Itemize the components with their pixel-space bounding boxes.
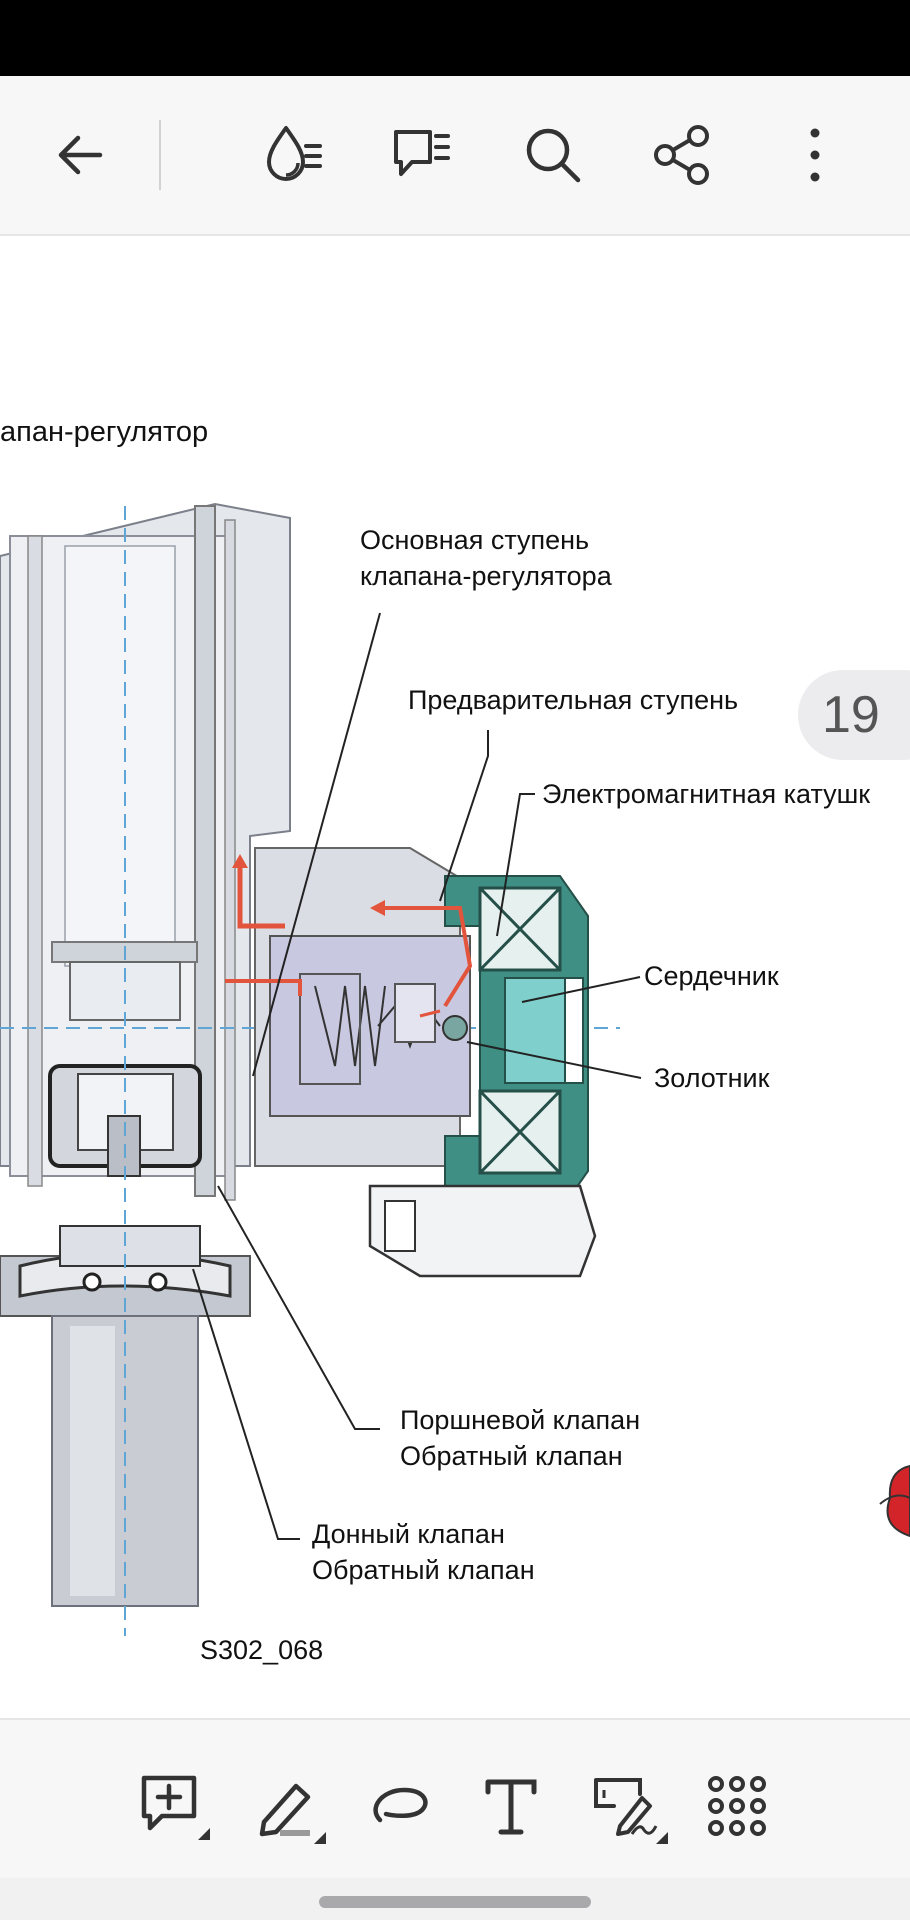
bottom-toolbar (0, 1718, 910, 1880)
figure-id: S302_068 (200, 1635, 324, 1665)
damper-valve-diagram (0, 502, 910, 1636)
label-piston-valve-1: Поршневой клапан (400, 1405, 641, 1435)
label-core: Сердечник (644, 961, 779, 991)
text-tool-button[interactable] (468, 1764, 554, 1850)
top-toolbar (0, 76, 910, 236)
back-button[interactable] (35, 110, 125, 200)
add-comment-button[interactable] (128, 1764, 214, 1850)
arrow-left-icon (58, 135, 103, 175)
lasso-button[interactable] (358, 1764, 444, 1850)
grid-icon (708, 1776, 766, 1836)
label-coil: Электромагнитная катушк (542, 779, 871, 809)
droplet-lines-icon (267, 126, 322, 181)
comment-plus-icon (141, 1775, 210, 1840)
lasso-icon (373, 1787, 428, 1823)
label-bottom-valve-1: Донный клапан (312, 1519, 505, 1549)
label-piston-valve-2: Обратный клапан (400, 1441, 623, 1471)
toolbar-separator (159, 120, 161, 190)
signature-icon (594, 1778, 668, 1844)
reading-mode-button[interactable] (248, 110, 338, 200)
label-pre-stage: Предварительная ступень (408, 685, 739, 715)
document-page[interactable]: апан-регулятор (0, 236, 910, 1718)
navigation-bar (0, 1878, 910, 1920)
label-spool: Золотник (654, 1063, 770, 1093)
label-main-stage-2: клапана-регулятора (360, 561, 612, 591)
search-button[interactable] (508, 110, 598, 200)
search-icon (526, 128, 581, 183)
label-main-stage-1: Основная ступень (360, 525, 590, 555)
text-tool-icon (485, 1779, 537, 1835)
share-button[interactable] (638, 110, 728, 200)
more-vertical-icon (810, 128, 820, 182)
status-bar (0, 0, 910, 76)
home-indicator[interactable] (319, 1896, 591, 1908)
highlight-button[interactable] (244, 1764, 330, 1850)
comments-button[interactable] (376, 110, 466, 200)
apps-button[interactable] (694, 1764, 780, 1850)
pen-highlight-icon (259, 1783, 326, 1844)
page-number-badge[interactable]: 19 (798, 670, 910, 760)
more-button[interactable] (770, 110, 860, 200)
share-icon (654, 125, 709, 185)
signature-button[interactable] (584, 1764, 670, 1850)
section-heading: апан-регулятор (0, 416, 209, 448)
comment-list-icon (394, 130, 450, 176)
label-bottom-valve-2: Обратный клапан (312, 1555, 535, 1585)
